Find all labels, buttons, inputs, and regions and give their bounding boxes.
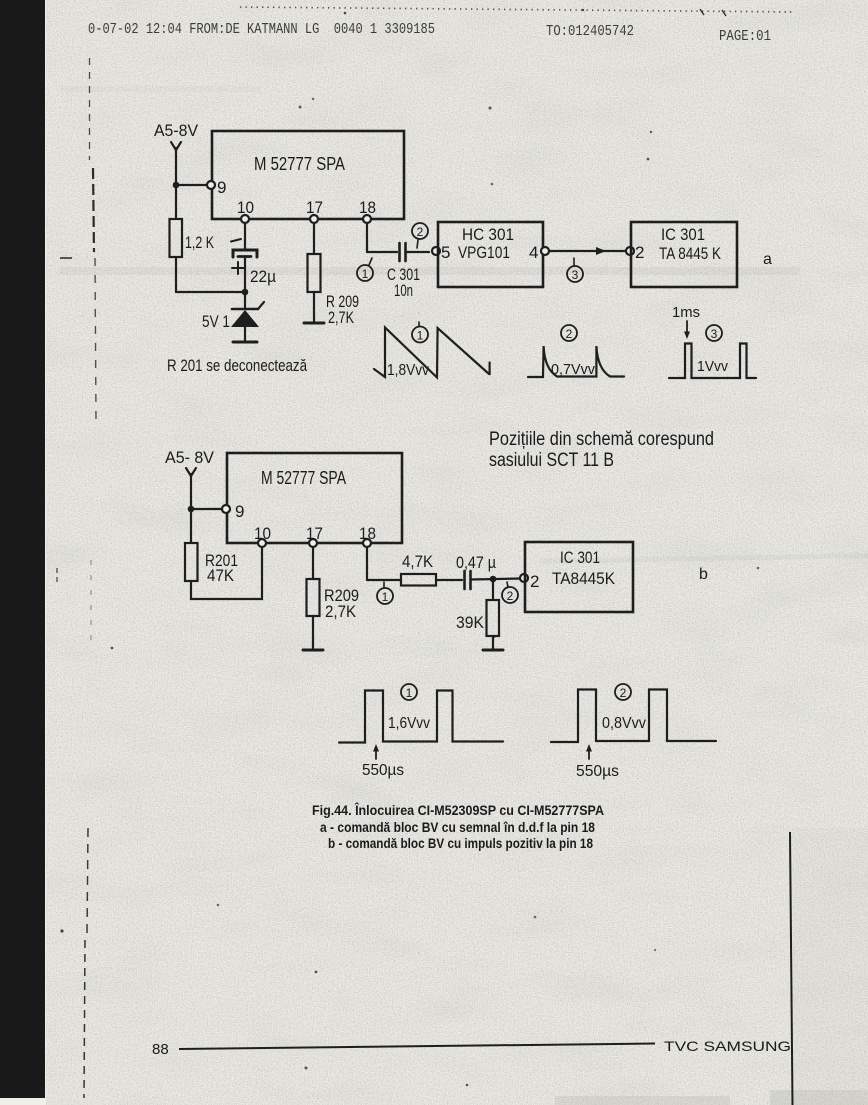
svg-text:88: 88 [152, 1041, 169, 1058]
svg-text:1,6Vvv: 1,6Vvv [388, 715, 430, 732]
svg-text:IC 301: IC 301 [560, 548, 600, 567]
svg-text:3: 3 [711, 327, 718, 341]
svg-text:TO:012405742: TO:012405742 [546, 23, 634, 40]
svg-text:2: 2 [417, 225, 424, 239]
svg-text:2,7K: 2,7K [328, 308, 354, 327]
svg-text:Pozițiile din schemă corespund: Pozițiile din schemă corespund [489, 429, 714, 450]
svg-text:22µ: 22µ [250, 267, 276, 286]
svg-text:9: 9 [235, 502, 244, 521]
svg-text:0,7Vvv: 0,7Vvv [551, 361, 595, 378]
svg-text:10: 10 [254, 524, 271, 543]
svg-text:0,47 µ: 0,47 µ [456, 553, 496, 572]
svg-text:R 201 se deconectează: R 201 se deconectează [167, 356, 307, 375]
svg-text:47K: 47K [207, 566, 235, 585]
svg-text:M 52777 SPA: M 52777 SPA [261, 468, 346, 488]
svg-text:1: 1 [362, 267, 369, 281]
svg-text:2: 2 [635, 243, 644, 262]
svg-text:a - comandă bloc BV cu semnal: a - comandă bloc BV cu semnal în d.d.f l… [320, 819, 595, 835]
svg-text:18: 18 [359, 524, 376, 543]
svg-text:2: 2 [507, 589, 514, 603]
svg-text:18: 18 [359, 198, 376, 217]
svg-text:R 209: R 209 [326, 292, 359, 311]
svg-text:1ms: 1ms [672, 304, 700, 321]
svg-text:1: 1 [406, 686, 413, 700]
svg-text:10: 10 [237, 198, 254, 217]
svg-text:0,8Vvv: 0,8Vvv [602, 715, 646, 732]
svg-text:1,8Vvv: 1,8Vvv [387, 362, 429, 379]
svg-text:1Vvv: 1Vvv [697, 358, 728, 375]
svg-text:sasiului SCT 11 B: sasiului SCT 11 B [489, 450, 614, 471]
svg-text:VPG101: VPG101 [458, 243, 510, 262]
svg-text:b - comandă bloc BV cu impuls: b - comandă bloc BV cu impuls pozitiv la… [328, 835, 593, 851]
svg-text:b: b [699, 566, 708, 583]
svg-text:17: 17 [306, 198, 323, 217]
svg-text:A5-8V: A5-8V [154, 121, 199, 140]
svg-text:10n: 10n [394, 281, 413, 300]
svg-text:1: 1 [417, 329, 424, 343]
svg-text:TVC SAMSUNG: TVC SAMSUNG [664, 1038, 791, 1054]
svg-text:IC 301: IC 301 [661, 225, 705, 244]
svg-text:0-07-02 12:04 FROM:DE KATMANN: 0-07-02 12:04 FROM:DE KATMANN LG 0040 1 … [88, 21, 435, 38]
svg-text:PAGE:01: PAGE:01 [719, 28, 771, 45]
svg-text:2: 2 [530, 572, 539, 591]
svg-text:17: 17 [306, 524, 323, 543]
svg-text:39K: 39K [456, 613, 485, 632]
svg-text:2,7K: 2,7K [325, 602, 357, 621]
svg-text:550µs: 550µs [362, 762, 404, 779]
svg-text:TA8445K: TA8445K [552, 569, 616, 588]
svg-text:1: 1 [382, 590, 389, 604]
svg-text:2: 2 [566, 327, 573, 341]
svg-text:5V 1: 5V 1 [202, 312, 230, 331]
svg-text:R201: R201 [205, 551, 238, 570]
svg-text:R209: R209 [324, 586, 359, 605]
svg-text:2: 2 [620, 686, 627, 700]
svg-text:M 52777 SPA: M 52777 SPA [254, 154, 345, 174]
svg-text:1,2 K: 1,2 K [185, 233, 214, 252]
svg-text:TA 8445 K: TA 8445 K [659, 244, 722, 263]
svg-text:550µs: 550µs [576, 763, 619, 780]
svg-text:HC 301: HC 301 [462, 225, 514, 244]
svg-text:4: 4 [529, 243, 538, 262]
svg-text:A5- 8V: A5- 8V [165, 448, 215, 467]
svg-text:Fig.44. Înlocuirea CI-M52309S: Fig.44. Înlocuirea CI-M52309SP cu CI-M52… [312, 801, 604, 818]
svg-text:C 301: C 301 [387, 265, 420, 284]
svg-text:3: 3 [572, 268, 579, 282]
svg-text:a: a [763, 251, 772, 268]
svg-text:5: 5 [441, 243, 450, 262]
svg-text:9: 9 [217, 178, 226, 197]
svg-text:4,7K: 4,7K [402, 552, 434, 571]
